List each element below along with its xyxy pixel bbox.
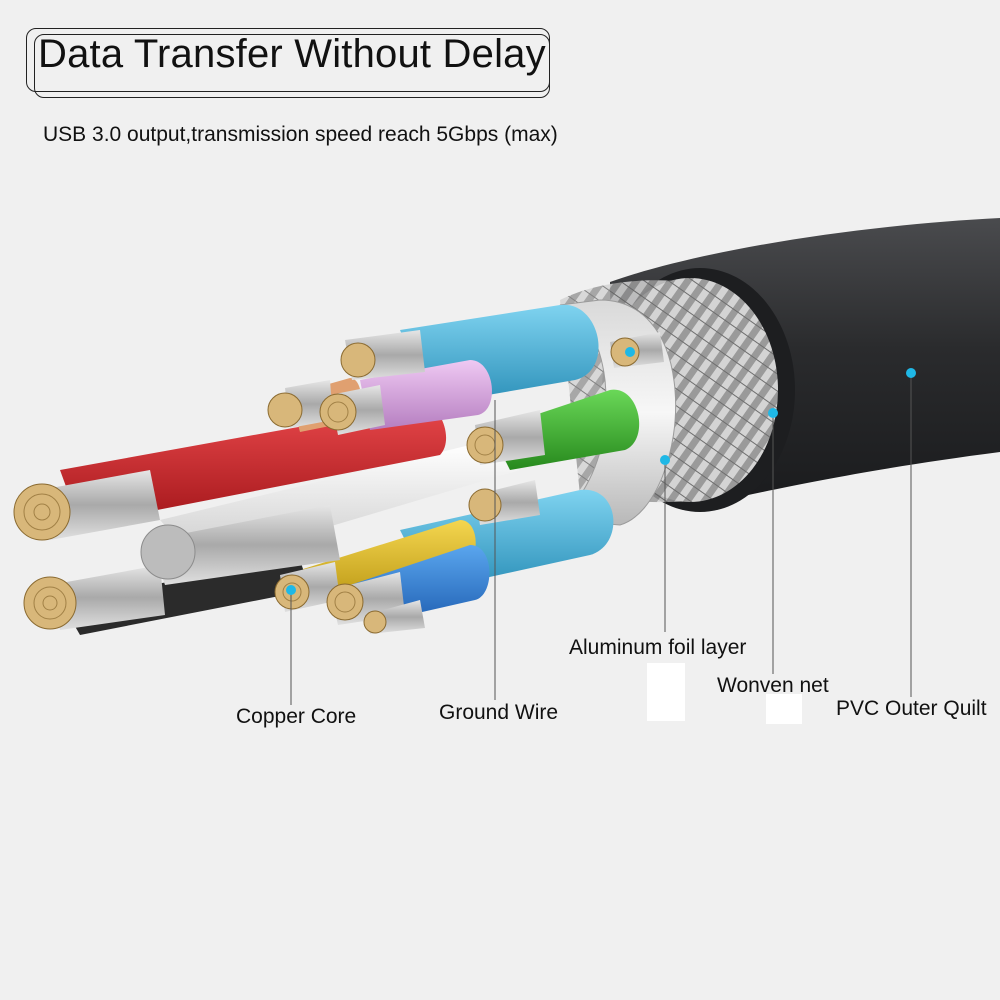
page-subtitle: USB 3.0 output,transmission speed reach …	[43, 123, 558, 146]
aluminum-foil-label: Aluminum foil layer	[569, 636, 747, 659]
title-frame-inner	[34, 34, 550, 98]
ground-wire-label: Ground Wire	[439, 701, 559, 724]
pvc-outer-label: PVC Outer Quilt	[836, 697, 987, 720]
foil-marker	[660, 455, 670, 465]
page-title: Data Transfer Without Delay	[38, 32, 546, 76]
woven-net-marker	[768, 408, 778, 418]
pvc-marker	[906, 368, 916, 378]
copper-core-label: Copper Core	[236, 705, 357, 728]
copper-core-marker	[286, 585, 296, 595]
woven-net-label: Wonven net	[717, 674, 829, 697]
ground-wire-marker	[625, 347, 635, 357]
